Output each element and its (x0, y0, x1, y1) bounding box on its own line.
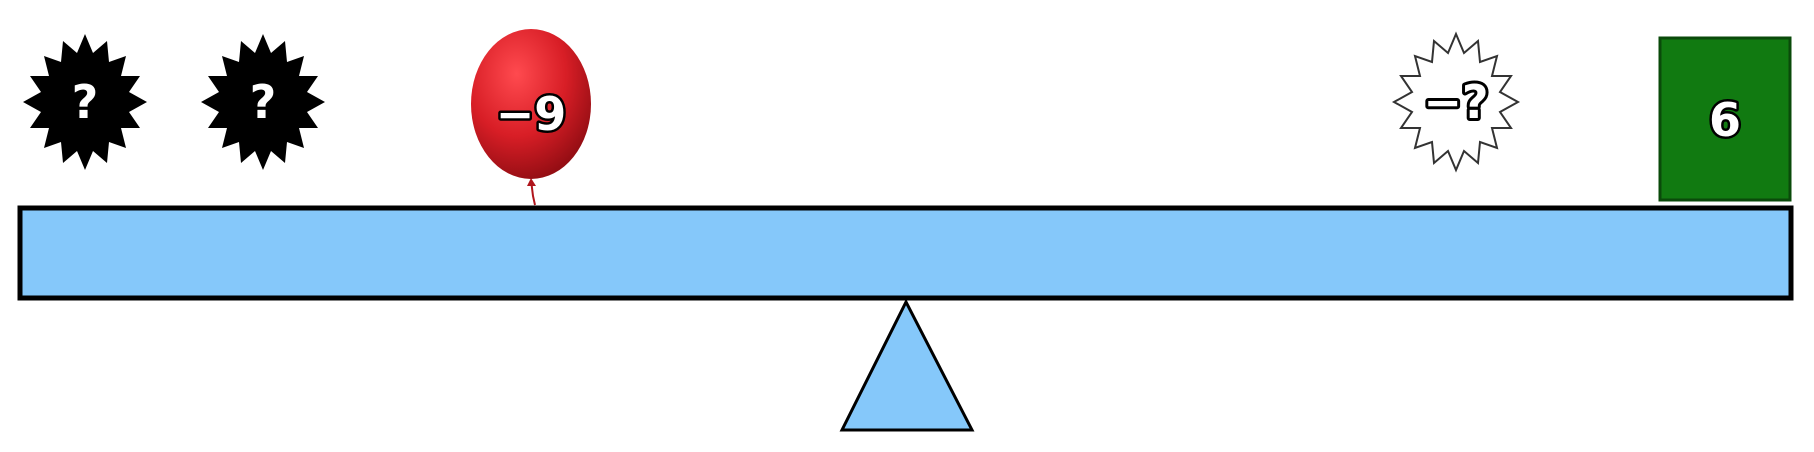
unknown-weight-label: ? (72, 75, 99, 129)
unknown-balloon[interactable]: −? (1391, 31, 1521, 173)
balloon-label: −9 (496, 87, 567, 141)
scale-beam (17, 205, 1794, 301)
unknown-weight-2[interactable]: ? (201, 34, 325, 170)
spiky-balloon-shape (1391, 31, 1521, 173)
scale-fulcrum (839, 298, 975, 432)
unknown-weight-label: ? (250, 75, 277, 129)
unknown-balloon-label: −? (1423, 75, 1488, 129)
balloon-knot (527, 178, 536, 186)
weight-box-shape (1658, 36, 1792, 202)
balloon-minus-9[interactable]: −9 (471, 29, 591, 206)
unknown-weight-1[interactable]: ? (23, 34, 147, 170)
spiky-weight-shape (201, 34, 325, 170)
weight-box-6[interactable]: 6 (1658, 36, 1792, 202)
weight-box-label: 6 (1709, 93, 1741, 147)
spiky-weight-shape (23, 34, 147, 170)
balloon-body (471, 29, 591, 179)
